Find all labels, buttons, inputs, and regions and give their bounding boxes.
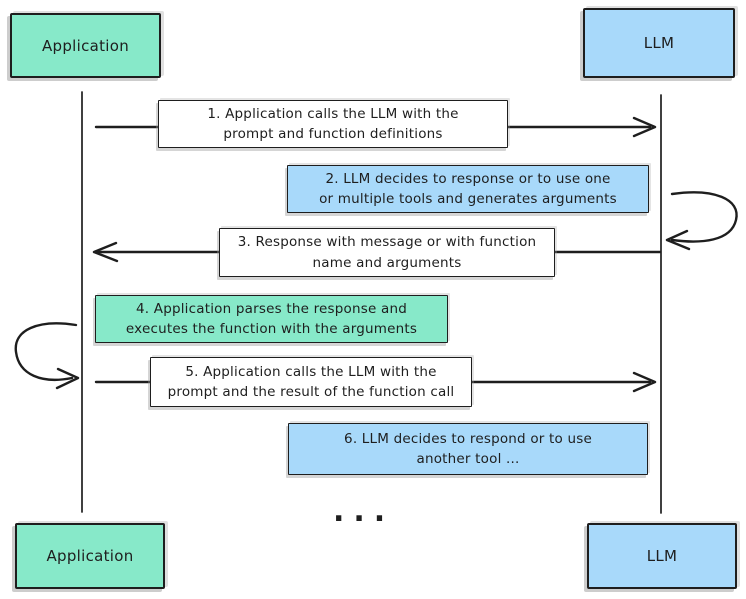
message-box-3: 3. Response with message or with functio… (219, 228, 555, 277)
message-box-4: 4. Application parses the response and e… (95, 295, 448, 343)
self-loop-application (14, 322, 80, 390)
actor-application-bottom: Application (15, 523, 165, 589)
message-box-2: 2. LLM decides to response or to use one… (287, 165, 649, 213)
self-loop-llm (665, 191, 738, 251)
actor-application-top: Application (10, 13, 161, 78)
message-box-5: 5. Application calls the LLM with the pr… (150, 357, 472, 407)
message-box-1: 1. Application calls the LLM with the pr… (158, 100, 508, 148)
actor-llm-bottom: LLM (587, 523, 737, 589)
continuation-ellipsis: ... (333, 494, 395, 529)
actor-llm-top: LLM (583, 8, 735, 78)
message-box-6: 6. LLM decides to respond or to use anot… (288, 423, 648, 475)
